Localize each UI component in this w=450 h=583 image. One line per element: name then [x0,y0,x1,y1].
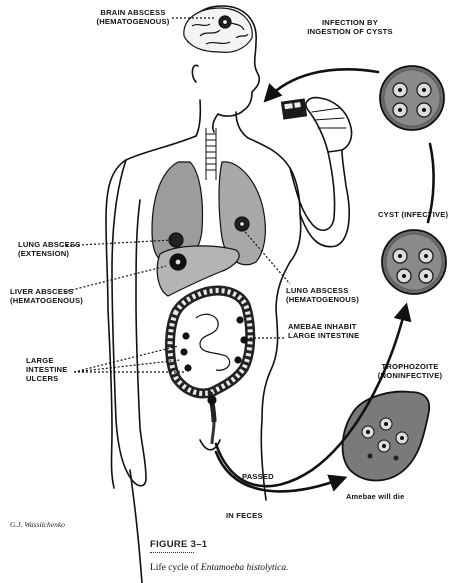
figure-title: FIGURE 3–1 [150,539,207,550]
label-lung-abscess-hematogenous: LUNG ABSCESS (HEMATOGENOUS) [286,286,374,304]
label-in-feces: IN FECES [226,511,263,520]
neck [196,100,248,138]
label-intestine-ulcers: LARGE INTESTINE ULCERS [26,356,76,383]
label-liver-abscess: LIVER ABSCESS (HEMATOGENOUS) [10,287,90,305]
large-intestine [170,291,250,444]
trophozoite [343,392,430,481]
cyst-top [380,66,444,130]
label-cyst-infective: CYST (INFECTIVE) [378,210,450,219]
trachea [206,128,216,180]
arrow-ingestion [266,69,378,100]
brain [184,8,252,52]
raised-arm [290,152,335,230]
caption-prefix: Life cycle of [150,563,201,573]
caption-species: Entamoeba histolytica. [201,563,289,573]
label-infection: INFECTION BY INGESTION OF CYSTS [298,18,402,36]
left-arm [112,160,146,486]
figure-title-rule [150,552,194,553]
figure-caption: Life cycle of Entamoeba histolytica. [150,563,289,573]
label-lung-abscess-extension: LUNG ABSCESS (EXTENSION) [18,240,88,258]
label-amebae-inhabit: AMEBAE INHABIT LARGE INTESTINE [288,322,372,340]
artist-credit: G.J. Wassilchenko [10,520,65,529]
label-passed: PASSED [242,472,274,481]
label-trophozoite: TROPHOZOITE (NONINFECTIVE) [370,362,450,380]
cyst-middle [382,230,446,294]
left-leg [130,470,142,583]
label-brain-abscess: BRAIN ABSCESS (HEMATOGENOUS) [94,8,172,26]
label-amebae-die: Amebae will die [346,492,404,501]
hand [306,98,352,152]
food-cube [281,98,307,119]
